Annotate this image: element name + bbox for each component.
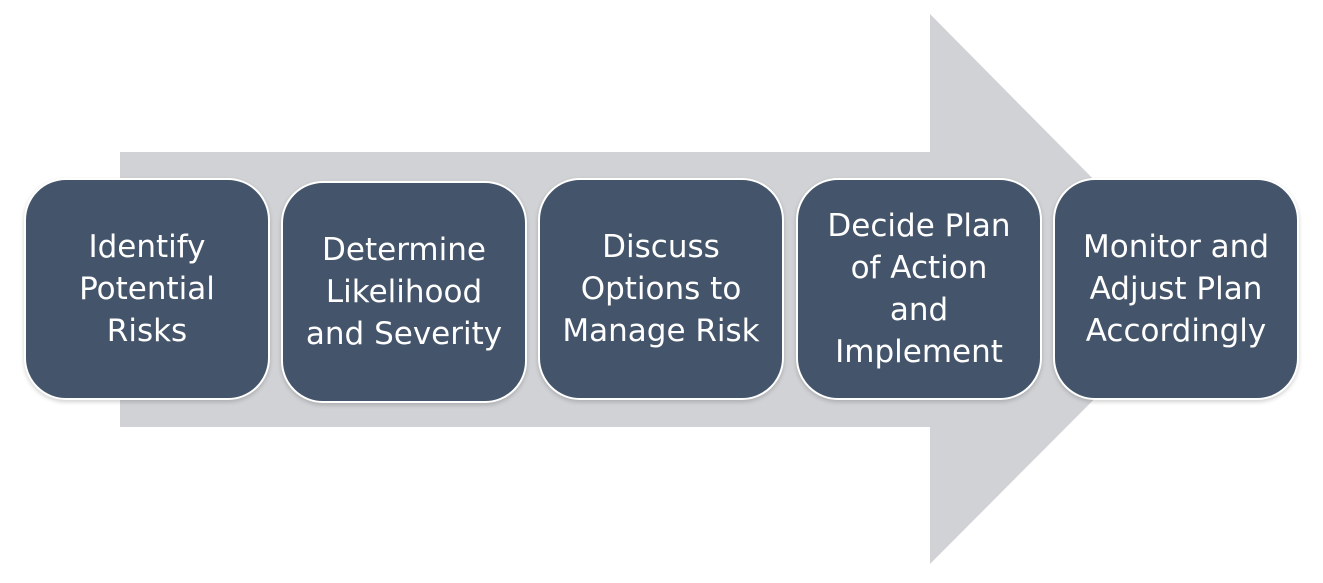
step-label: Identify Potential Risks: [79, 229, 215, 349]
step-box-decide-plan: Decide Plan of Action and Implement: [796, 178, 1042, 400]
step-box-monitor-adjust: Monitor and Adjust Plan Accordingly: [1053, 178, 1299, 400]
step-box-identify-risks: Identify Potential Risks: [24, 178, 270, 400]
step-box-determine-likelihood: Determine Likelihood and Severity: [281, 181, 527, 403]
step-label: Determine Likelihood and Severity: [305, 232, 503, 352]
step-box-discuss-options: Discuss Options to Manage Risk: [538, 178, 784, 400]
step-label: Discuss Options to Manage Risk: [562, 229, 760, 349]
step-label: Monitor and Adjust Plan Accordingly: [1082, 229, 1269, 349]
step-label: Decide Plan of Action and Implement: [827, 208, 1011, 370]
